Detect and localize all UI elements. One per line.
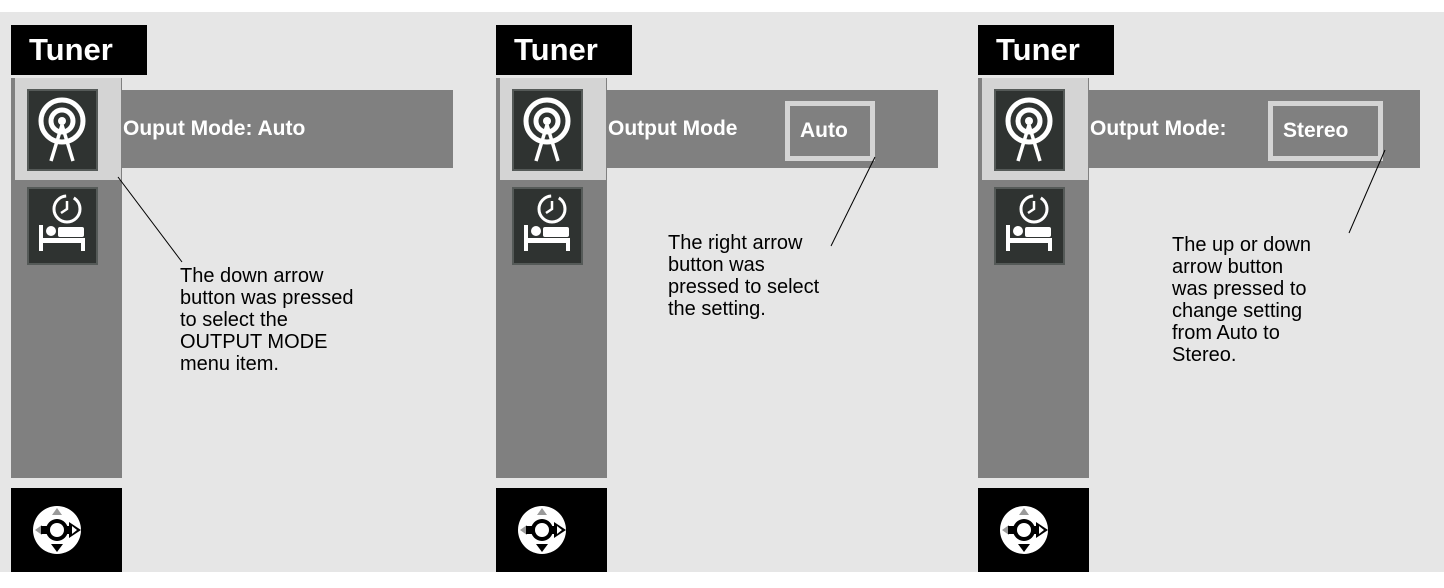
navigation-pad-icon[interactable] <box>11 488 122 572</box>
radio-broadcast-icon[interactable] <box>994 89 1065 171</box>
panel-step-1: Tuner Ouput Mode: Auto <box>0 12 468 572</box>
callout-line: button was <box>668 254 765 276</box>
callout-line: to select the <box>180 309 288 331</box>
sleep-timer-icon[interactable] <box>512 187 583 265</box>
output-mode-menu-item[interactable]: Output Mode: Stereo <box>1074 90 1420 168</box>
callout-line: menu item. <box>180 353 279 375</box>
sleep-timer-icon[interactable] <box>994 187 1065 265</box>
callout-text: The right arrow button was pressed to se… <box>668 232 819 320</box>
callout-line: change setting <box>1172 300 1303 322</box>
callout-line: The right arrow <box>668 232 803 254</box>
callout-line: the setting. <box>668 298 766 320</box>
output-mode-value[interactable]: Stereo <box>1268 101 1383 161</box>
output-mode-menu-item[interactable]: Ouput Mode: Auto <box>107 90 453 168</box>
output-mode-label: Output Mode: <box>1090 117 1227 140</box>
navigation-pad-icon[interactable] <box>496 488 607 572</box>
output-mode-label: Ouput Mode: Auto <box>123 117 306 140</box>
panel-step-2: Tuner Output Mode Auto <box>485 12 953 572</box>
callout-line: arrow button <box>1172 256 1284 278</box>
output-mode-label: Output Mode <box>608 117 738 140</box>
navigation-pad-icon[interactable] <box>978 488 1089 572</box>
panel-step-3: Tuner Output Mode: Stereo <box>967 12 1435 572</box>
output-mode-value[interactable]: Auto <box>785 101 875 161</box>
instruction-figure: Tuner Ouput Mode: Auto <box>0 12 1444 572</box>
callout-line: OUTPUT MODE <box>180 331 328 353</box>
callout-line: was pressed to <box>1172 278 1307 300</box>
radio-broadcast-icon[interactable] <box>512 89 583 171</box>
callout-line: The down arrow <box>180 265 324 287</box>
sleep-timer-icon[interactable] <box>27 187 98 265</box>
screen-title: Tuner <box>978 25 1114 75</box>
callout-line: The up or down <box>1172 234 1311 256</box>
screen-title: Tuner <box>11 25 147 75</box>
radio-broadcast-icon[interactable] <box>27 89 98 171</box>
callout-text: The down arrow button was pressed to sel… <box>180 265 353 375</box>
screen-title: Tuner <box>496 25 632 75</box>
callout-text: The up or down arrow button was pressed … <box>1172 234 1311 366</box>
output-mode-menu-item[interactable]: Output Mode Auto <box>592 90 938 168</box>
callout-line: from Auto to <box>1172 322 1280 344</box>
callout-line: Stereo. <box>1172 344 1237 366</box>
callout-line: pressed to select <box>668 276 820 298</box>
callout-line: button was pressed <box>180 287 354 309</box>
